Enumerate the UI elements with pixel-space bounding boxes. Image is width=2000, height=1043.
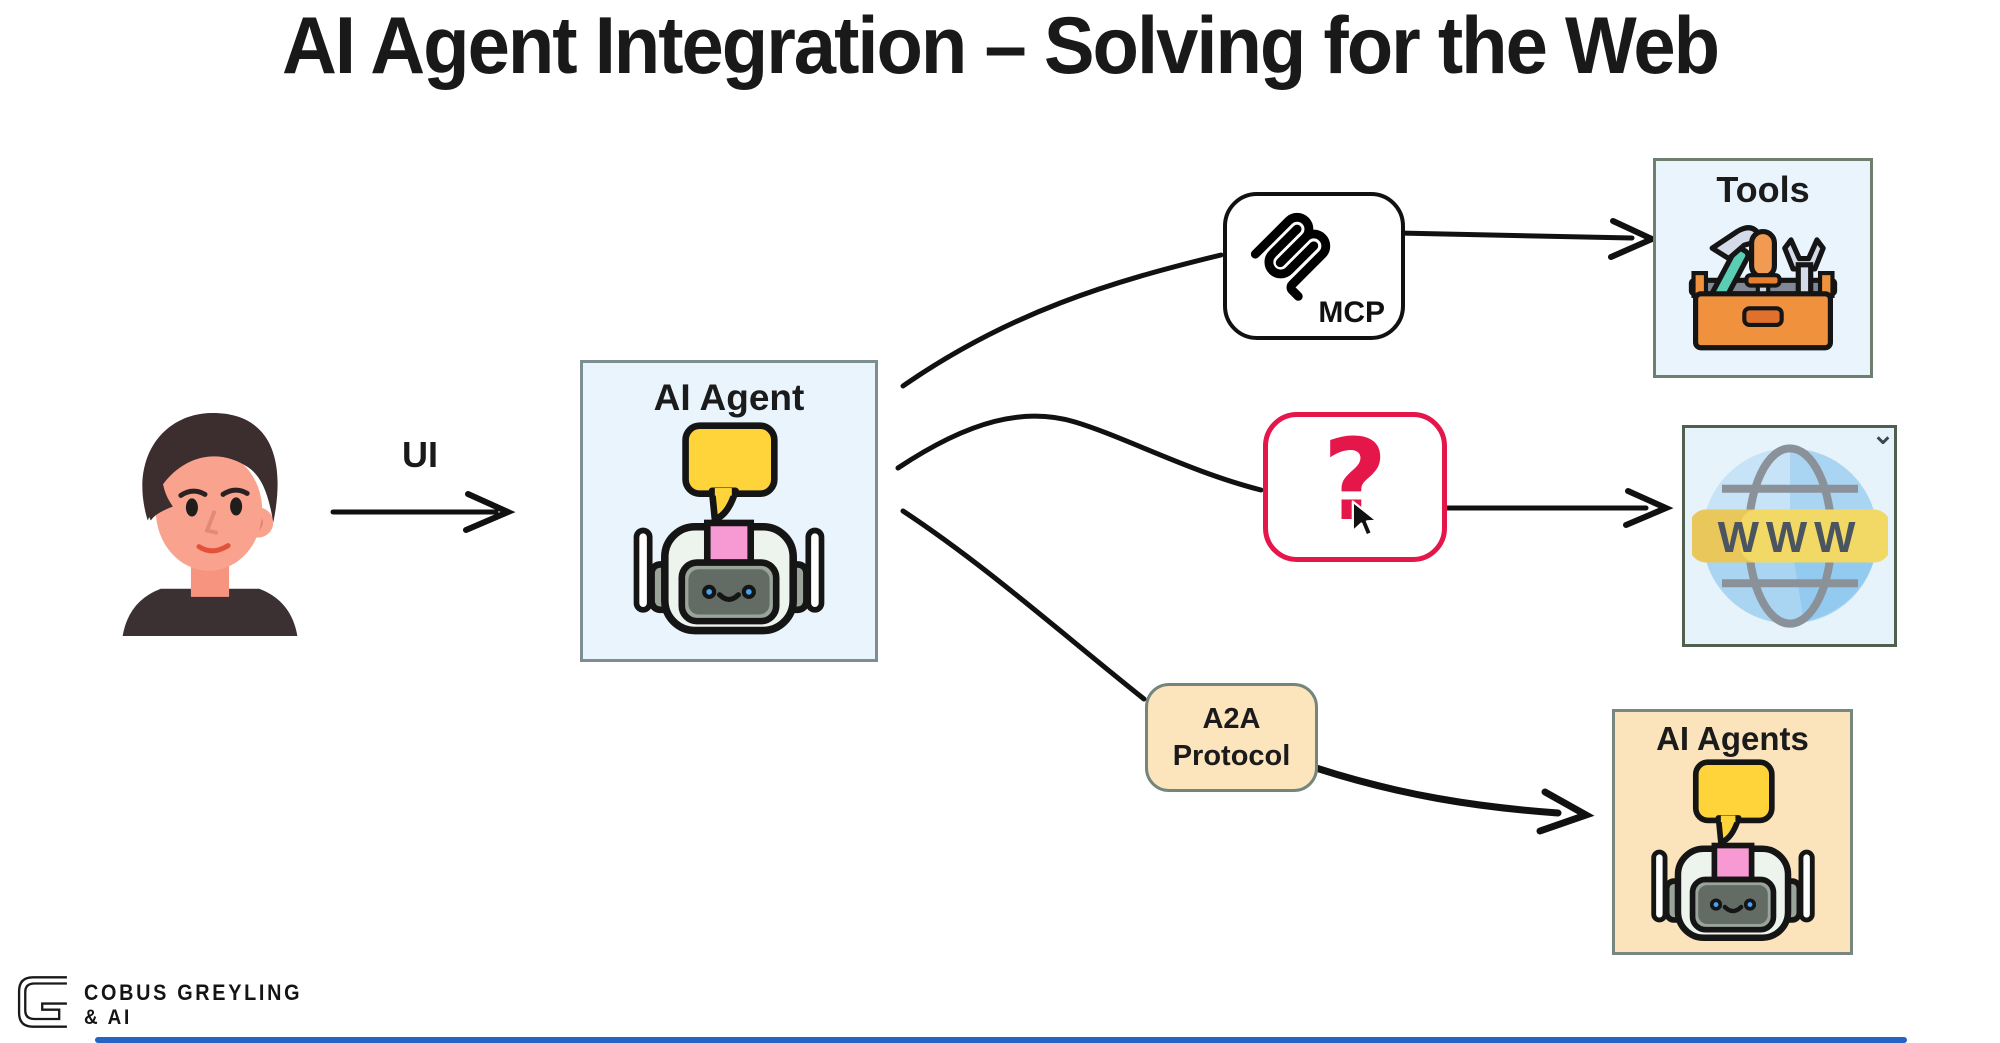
- question-node: ?: [1263, 412, 1447, 562]
- cursor-icon: [1351, 500, 1379, 537]
- brand-name: COBUS GREYLING: [84, 980, 303, 1005]
- brand-logo: COBUS GREYLING & AI: [16, 974, 326, 1030]
- a2a-protocol-node: A2A Protocol: [1145, 683, 1318, 792]
- a2a-label-line2: Protocol: [1172, 739, 1291, 772]
- globe-icon: WWW: [1691, 444, 1888, 628]
- mcp-logo-icon: [1250, 212, 1331, 301]
- ui-edge-label: UI: [402, 434, 438, 475]
- ai-agent-title: AI Agent: [653, 377, 805, 418]
- bottom-rule: [95, 1037, 1907, 1043]
- edge-agent-to-mcp: [900, 252, 1224, 389]
- www-label: WWW: [1717, 513, 1862, 562]
- chevron-down-icon: [1876, 436, 1890, 444]
- tools-node: Tools: [1653, 158, 1873, 378]
- edge-a2a-to-agents: [1312, 764, 1562, 817]
- www-node: WWW: [1682, 425, 1897, 647]
- arrowhead-question-to-www: [1623, 488, 1674, 528]
- edge-agent-to-a2a: [900, 508, 1147, 702]
- ai-agents-node: AI Agents: [1612, 709, 1853, 955]
- ai-agents-title: AI Agents: [1656, 720, 1809, 757]
- tools-title: Tools: [1716, 169, 1810, 210]
- a2a-label-line1: A2A: [1202, 702, 1261, 735]
- ai-agent-node: AI Agent: [580, 360, 878, 662]
- page-title: AI Agent Integration – Solving for the W…: [281, 1, 1720, 92]
- arrowhead-a2a-to-agents: [1536, 788, 1595, 835]
- brand-suffix: & AI: [84, 1006, 132, 1029]
- toolbox-icon: [1688, 225, 1838, 351]
- robot-icon: [633, 422, 825, 635]
- g-logo-icon: [17, 976, 67, 1028]
- mcp-label: MCP: [1318, 296, 1385, 329]
- edge-agent-to-question: [895, 413, 1264, 493]
- robot-icon: [1650, 759, 1815, 941]
- arrowhead-user-to-agent: [463, 491, 516, 533]
- mcp-node: MCP: [1223, 192, 1405, 340]
- arrowhead-mcp-to-tools: [1608, 218, 1660, 260]
- person-avatar-icon: [122, 413, 298, 636]
- edge-mcp-to-tools: [1395, 230, 1635, 241]
